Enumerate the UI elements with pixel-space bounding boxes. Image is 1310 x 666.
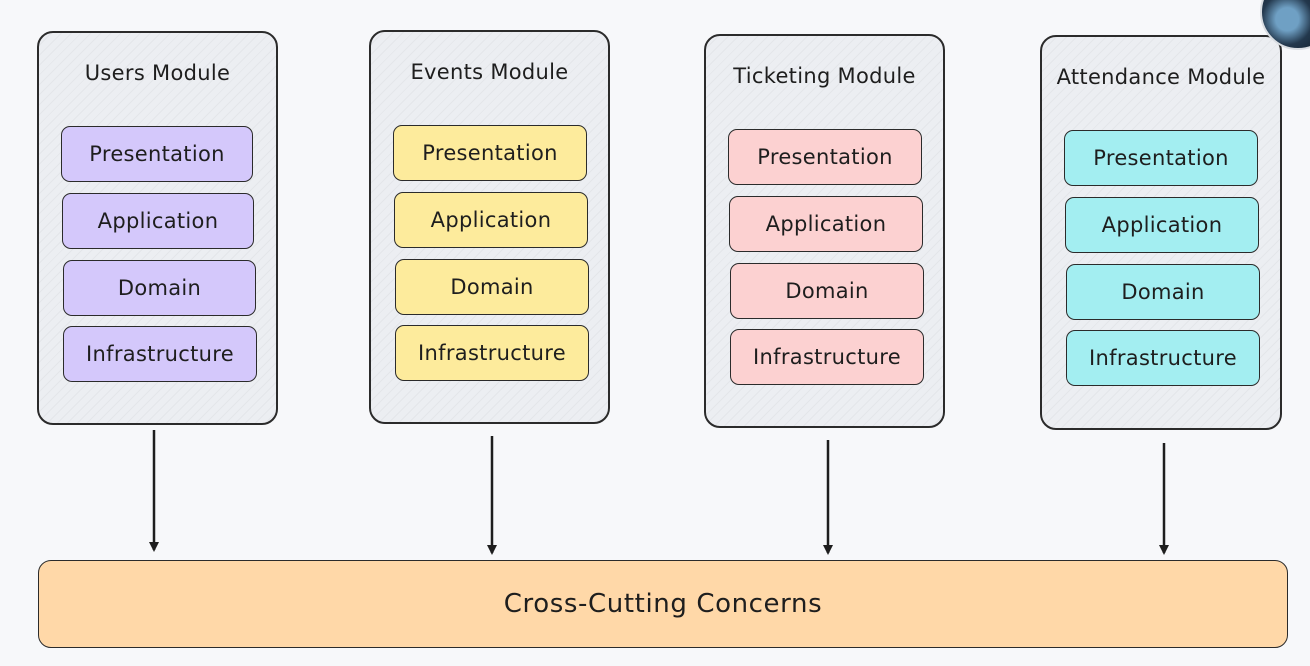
application-layer: Application (1065, 197, 1259, 253)
infrastructure-layer: Infrastructure (395, 325, 589, 381)
module-title: Users Module (84, 61, 231, 85)
events-module: Events Module Presentation Application D… (369, 30, 610, 424)
module-title: Attendance Module (1056, 65, 1266, 89)
presentation-layer: Presentation (393, 125, 587, 181)
domain-layer: Domain (63, 260, 256, 316)
ticketing-module: Ticketing Module Presentation Applicatio… (704, 34, 945, 428)
presentation-layer: Presentation (61, 126, 253, 182)
application-layer: Application (62, 193, 254, 249)
infrastructure-layer: Infrastructure (1066, 330, 1260, 386)
attendance-module: Attendance Module Presentation Applicati… (1040, 35, 1282, 430)
users-module: Users Module Presentation Application Do… (37, 31, 278, 425)
presentation-layer: Presentation (1064, 130, 1258, 186)
domain-layer: Domain (730, 263, 924, 319)
module-title: Ticketing Module (733, 64, 916, 88)
module-title: Events Module (410, 60, 569, 84)
domain-layer: Domain (1066, 264, 1260, 320)
domain-layer: Domain (395, 259, 589, 315)
infrastructure-layer: Infrastructure (730, 329, 924, 385)
cross-cutting-concerns-label: Cross-Cutting Concerns (503, 589, 823, 619)
application-layer: Application (729, 196, 923, 252)
cross-cutting-concerns: Cross-Cutting Concerns (38, 560, 1288, 648)
application-layer: Application (394, 192, 588, 248)
infrastructure-layer: Infrastructure (63, 326, 257, 382)
presentation-layer: Presentation (728, 129, 922, 185)
